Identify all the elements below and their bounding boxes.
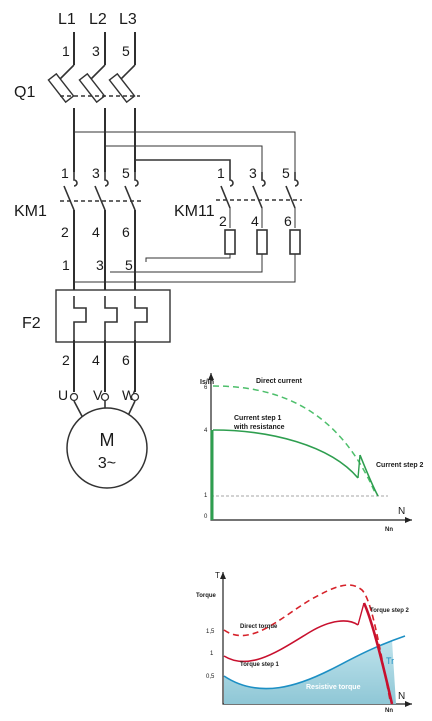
q1-terminal-3: 3 xyxy=(92,43,100,59)
km1-contactor xyxy=(60,172,142,211)
km1-terminal-6: 6 xyxy=(122,224,130,240)
f2-label: F2 xyxy=(22,315,41,332)
resistive-torque-area xyxy=(224,640,396,704)
current-step2-label: Current step 2 xyxy=(376,462,424,469)
direct-current-label: Direct current xyxy=(256,378,303,385)
q1-fuse-switch xyxy=(47,64,140,104)
current-tick-6: 6 xyxy=(204,385,208,391)
km11-terminal-5: 5 xyxy=(282,165,290,181)
current-x-end: Nn xyxy=(385,527,393,533)
km1-terminal-4: 4 xyxy=(92,224,100,240)
motor-label: M xyxy=(100,430,115,450)
f2-terminal-2: 2 xyxy=(62,352,70,368)
torque-x-end: Nn xyxy=(385,708,393,714)
current-step1-label-a: Current step 1 xyxy=(234,415,282,422)
current-step1-label-b: with resistance xyxy=(233,424,285,431)
km1-terminal-3: 3 xyxy=(92,165,100,181)
torque-ylabel: Torque xyxy=(196,593,217,599)
f2-terminal-6: 6 xyxy=(122,352,130,368)
km11-terminal-3: 3 xyxy=(249,165,257,181)
resistor-2 xyxy=(256,229,268,255)
resistor-1 xyxy=(224,229,236,255)
current-step2-curve xyxy=(359,454,379,497)
f2-terminal-3: 3 xyxy=(96,257,104,273)
direct-current-curve xyxy=(212,385,377,496)
torque-step-jump xyxy=(357,602,365,626)
km11-terminal-4: 4 xyxy=(251,213,259,229)
km11-terminal-1: 1 xyxy=(217,165,225,181)
torque-xlabel: N xyxy=(398,691,405,702)
q1-label: Q1 xyxy=(14,84,35,101)
phase-label-l3: L3 xyxy=(119,11,137,28)
km11-feed-1 xyxy=(74,131,296,172)
torque-chart: T Torque N Nn 1,5 1 0,5 Direct torque To… xyxy=(196,571,412,714)
torque-step2-curve xyxy=(362,602,394,705)
terminal-v-dot xyxy=(100,392,110,402)
current-step-jump xyxy=(357,454,361,479)
current-ylabel: Is/In xyxy=(200,379,214,386)
terminal-u-dot xyxy=(69,392,79,402)
km11-terminal-6: 6 xyxy=(284,213,292,229)
direct-torque-label: Direct torque xyxy=(240,624,278,630)
current-y-arrow xyxy=(208,373,214,380)
km11-feed-3 xyxy=(135,159,231,172)
tr-label: Tr xyxy=(386,656,394,666)
torque-tick-0-5: 0,5 xyxy=(206,674,215,680)
current-tick-0: 0 xyxy=(204,514,208,520)
power-schematic: L1 L2 L3 1 3 5 Q1 1 3 5 KM1 xyxy=(14,11,302,489)
phase-label-l1: L1 xyxy=(58,11,76,28)
resistor-return-3 xyxy=(74,254,296,283)
current-chart: Is/In N Nn 6 4 1 0 Direct current Curren… xyxy=(200,373,424,533)
current-x-arrow xyxy=(405,517,412,523)
torque-y-arrow xyxy=(220,572,226,579)
km1-terminal-2: 2 xyxy=(61,224,69,240)
f2-thermal-elements xyxy=(73,296,148,340)
q1-terminal-1: 1 xyxy=(62,43,70,59)
direct-torque-curve xyxy=(223,584,391,701)
tr-curve xyxy=(223,635,406,690)
current-tick-4: 4 xyxy=(204,428,208,434)
torque-step1-curve xyxy=(223,620,359,663)
km1-label: KM1 xyxy=(14,203,47,220)
f2-terminal-5: 5 xyxy=(125,257,133,273)
torque-step1-label: Torque step 1 xyxy=(240,662,280,668)
current-step1-curve xyxy=(212,429,359,479)
q1-terminal-5: 5 xyxy=(122,43,130,59)
km11-feed-2 xyxy=(105,145,263,172)
terminal-w-dot xyxy=(130,392,140,402)
km11-terminal-2: 2 xyxy=(219,213,227,229)
resistor-3 xyxy=(289,229,301,255)
torque-ylabel-symbol: T xyxy=(215,571,220,580)
motor-symbol xyxy=(66,407,148,489)
phase-label-l2: L2 xyxy=(89,11,107,28)
km11-label: KM11 xyxy=(174,203,215,220)
motor-terminal-v: V xyxy=(93,387,103,403)
torque-tick-1-5: 1,5 xyxy=(206,629,215,635)
torque-tick-1: 1 xyxy=(210,651,214,657)
resistive-torque-label: Resistive torque xyxy=(306,684,361,691)
motor-phase-label: 3~ xyxy=(98,455,116,472)
current-xlabel: N xyxy=(398,506,405,517)
resistor-return-1 xyxy=(145,254,231,262)
f2-terminal-4: 4 xyxy=(92,352,100,368)
f2-overload-relay xyxy=(55,289,171,343)
current-tick-1: 1 xyxy=(204,493,208,499)
km1-terminal-5: 5 xyxy=(122,165,130,181)
torque-x-arrow xyxy=(405,701,412,707)
f2-terminal-1: 1 xyxy=(62,257,70,273)
km1-terminal-1: 1 xyxy=(61,165,69,181)
resistor-return-2 xyxy=(110,254,263,273)
torque-step2-label: Torque step 2 xyxy=(370,608,410,614)
km11-contactor xyxy=(216,172,302,228)
motor-terminal-u: U xyxy=(58,387,68,403)
